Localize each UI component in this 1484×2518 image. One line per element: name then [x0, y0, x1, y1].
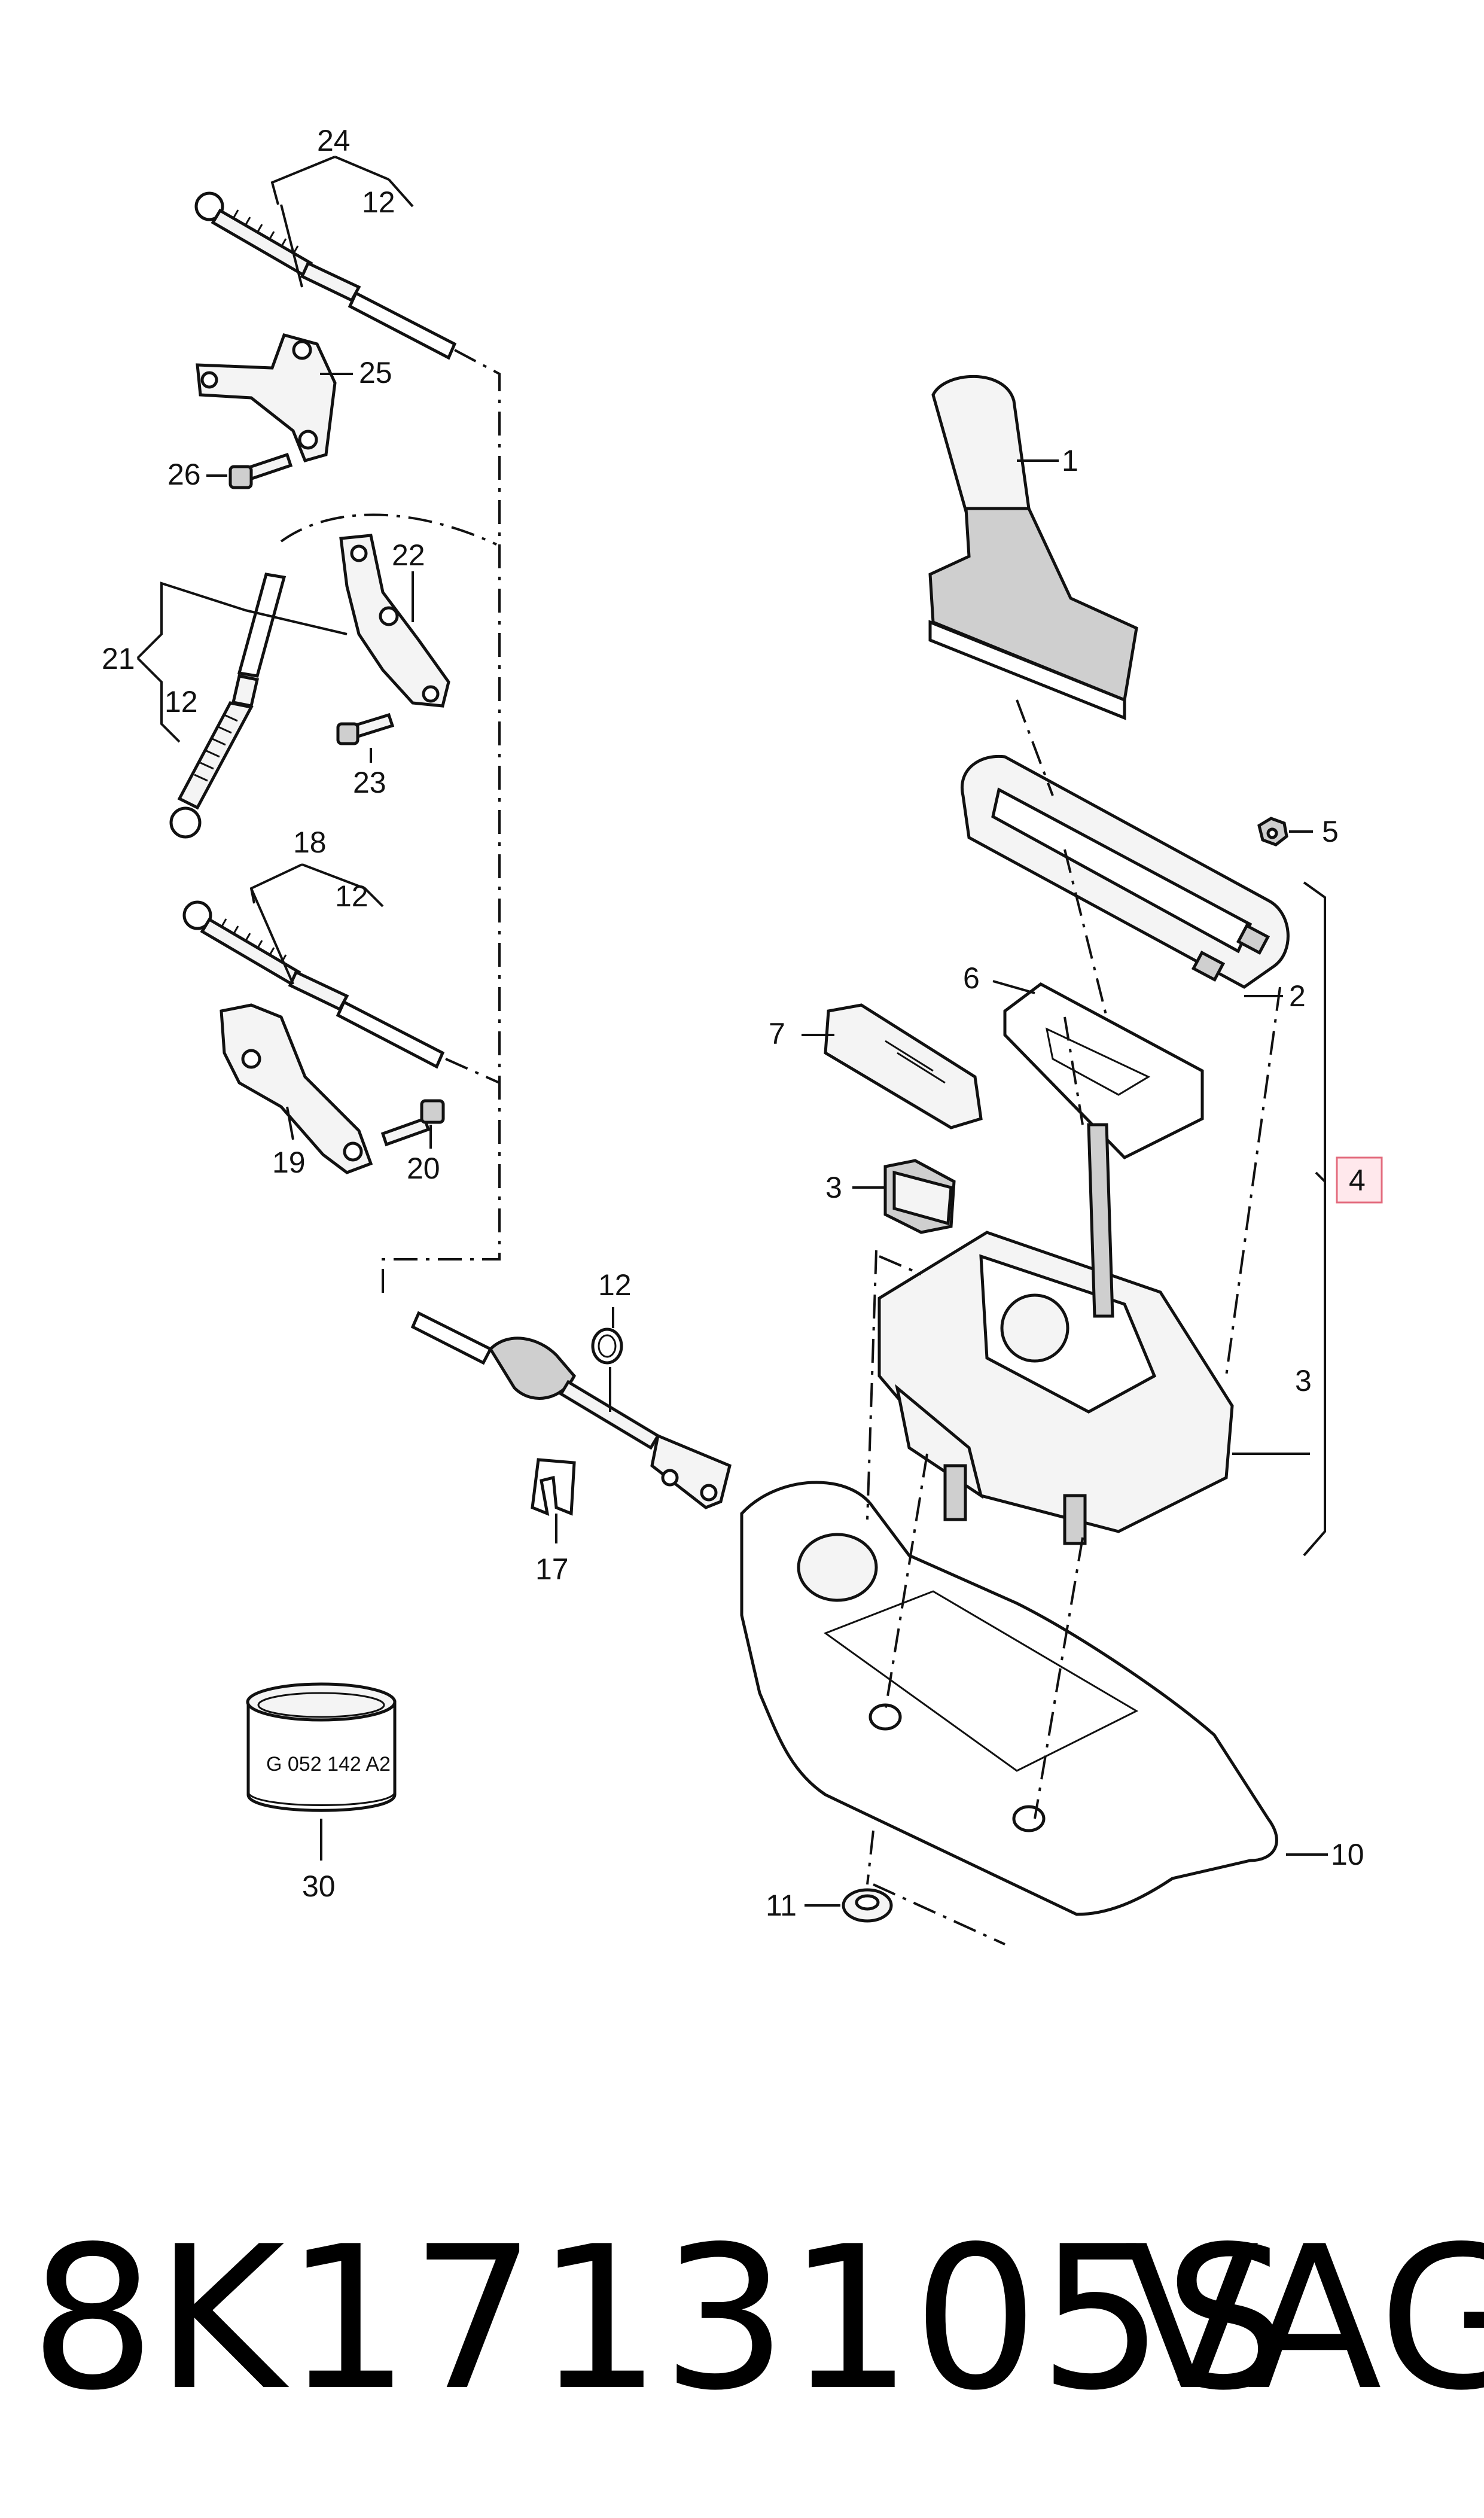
callout-24: 24	[317, 124, 351, 157]
bracket-22	[339, 534, 450, 708]
callout-6: 6	[963, 961, 980, 995]
callout-25: 25	[359, 356, 392, 389]
callout-23: 23	[353, 766, 386, 799]
clip-17	[531, 1458, 576, 1516]
callout-12c: 12	[335, 879, 368, 913]
clip-nut-11	[842, 1888, 893, 1923]
callout-12d: 12	[598, 1268, 632, 1302]
bracket-19	[220, 1003, 373, 1174]
callout-3b: 3	[1295, 1364, 1312, 1397]
callout-12a: 12	[362, 185, 395, 219]
base-plate-10	[740, 1481, 1278, 1916]
callout-18: 18	[293, 826, 327, 859]
switch-7	[824, 1003, 983, 1129]
grease-tub-30: G 052 142 A2	[246, 1682, 397, 1812]
callout-21: 21	[102, 642, 135, 675]
cable-main	[410, 1311, 732, 1509]
selector-knob-1	[928, 374, 1138, 720]
leader-lines	[136, 156, 1328, 1907]
connector-3	[883, 1159, 956, 1234]
bolt-26	[228, 452, 293, 489]
callout-19: 19	[272, 1146, 306, 1179]
callout-12b: 12	[164, 685, 198, 718]
callout-20: 20	[407, 1152, 440, 1185]
assembly-lines	[280, 349, 1281, 1945]
callout-1: 1	[1062, 444, 1078, 477]
selector-housing-3	[877, 1123, 1234, 1545]
callout-22: 22	[392, 538, 425, 572]
callout-26: 26	[167, 458, 201, 491]
cover-plate-6	[1003, 982, 1204, 1160]
grease-label: G 052 142 A2	[266, 1753, 391, 1776]
trim-frame-2	[961, 754, 1290, 989]
brand-name: VAG	[1125, 2204, 1484, 2434]
callout-2: 2	[1289, 979, 1306, 1013]
callout-4: 4	[1349, 1164, 1366, 1197]
callout-10: 10	[1331, 1838, 1364, 1871]
callout-30: 30	[302, 1870, 336, 1903]
callout-17: 17	[535, 1552, 569, 1586]
nut-5	[1257, 817, 1288, 847]
bolt-23	[336, 713, 395, 745]
bolt-20	[380, 1099, 445, 1147]
bracket-25	[196, 333, 337, 463]
cable-24	[194, 191, 457, 360]
callout-7: 7	[769, 1017, 785, 1051]
callout-3a: 3	[825, 1171, 842, 1204]
highlight-box	[1336, 1156, 1383, 1204]
cable-21	[169, 573, 287, 839]
callout-5: 5	[1322, 815, 1339, 848]
part-number: 8K1713105S	[30, 2204, 1290, 2434]
o-ring-12	[591, 1327, 623, 1365]
callout-11: 11	[766, 1889, 797, 1922]
